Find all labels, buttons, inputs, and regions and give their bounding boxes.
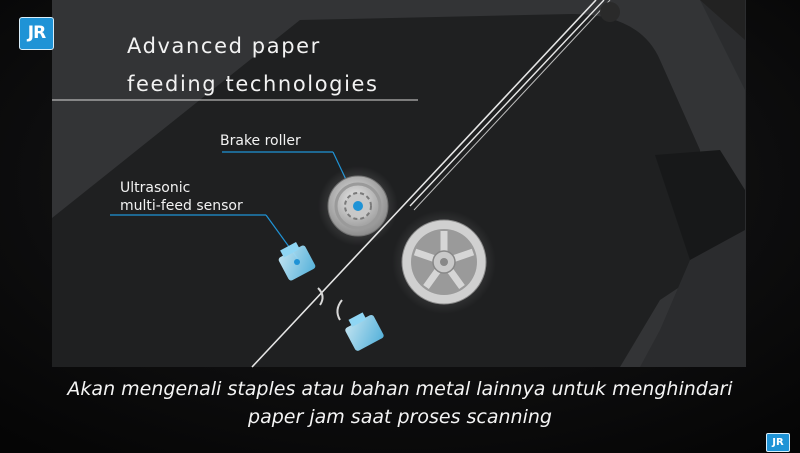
brake-roller-label: Brake roller (220, 133, 301, 149)
feed-roller-icon (392, 210, 496, 314)
subtitle-line-2: paper jam saat proses scanning (248, 406, 552, 428)
sensor-label-line-2: multi-feed sensor (120, 198, 243, 214)
subtitle-line-1: Akan mengenali staples atau bahan metal … (67, 378, 733, 400)
channel-logo: JR (19, 17, 54, 50)
scanner-side (600, 0, 746, 367)
brake-roller-icon (318, 166, 398, 246)
paper-path-line (251, 0, 597, 368)
channel-watermark: JR (766, 433, 790, 452)
heading-line-2: feeding technologies (127, 72, 379, 96)
ultrasonic-sensor-icon (278, 241, 384, 351)
heading-line-1: Advanced paper (127, 34, 321, 58)
sensor-label-line-1: Ultrasonic (120, 180, 191, 196)
